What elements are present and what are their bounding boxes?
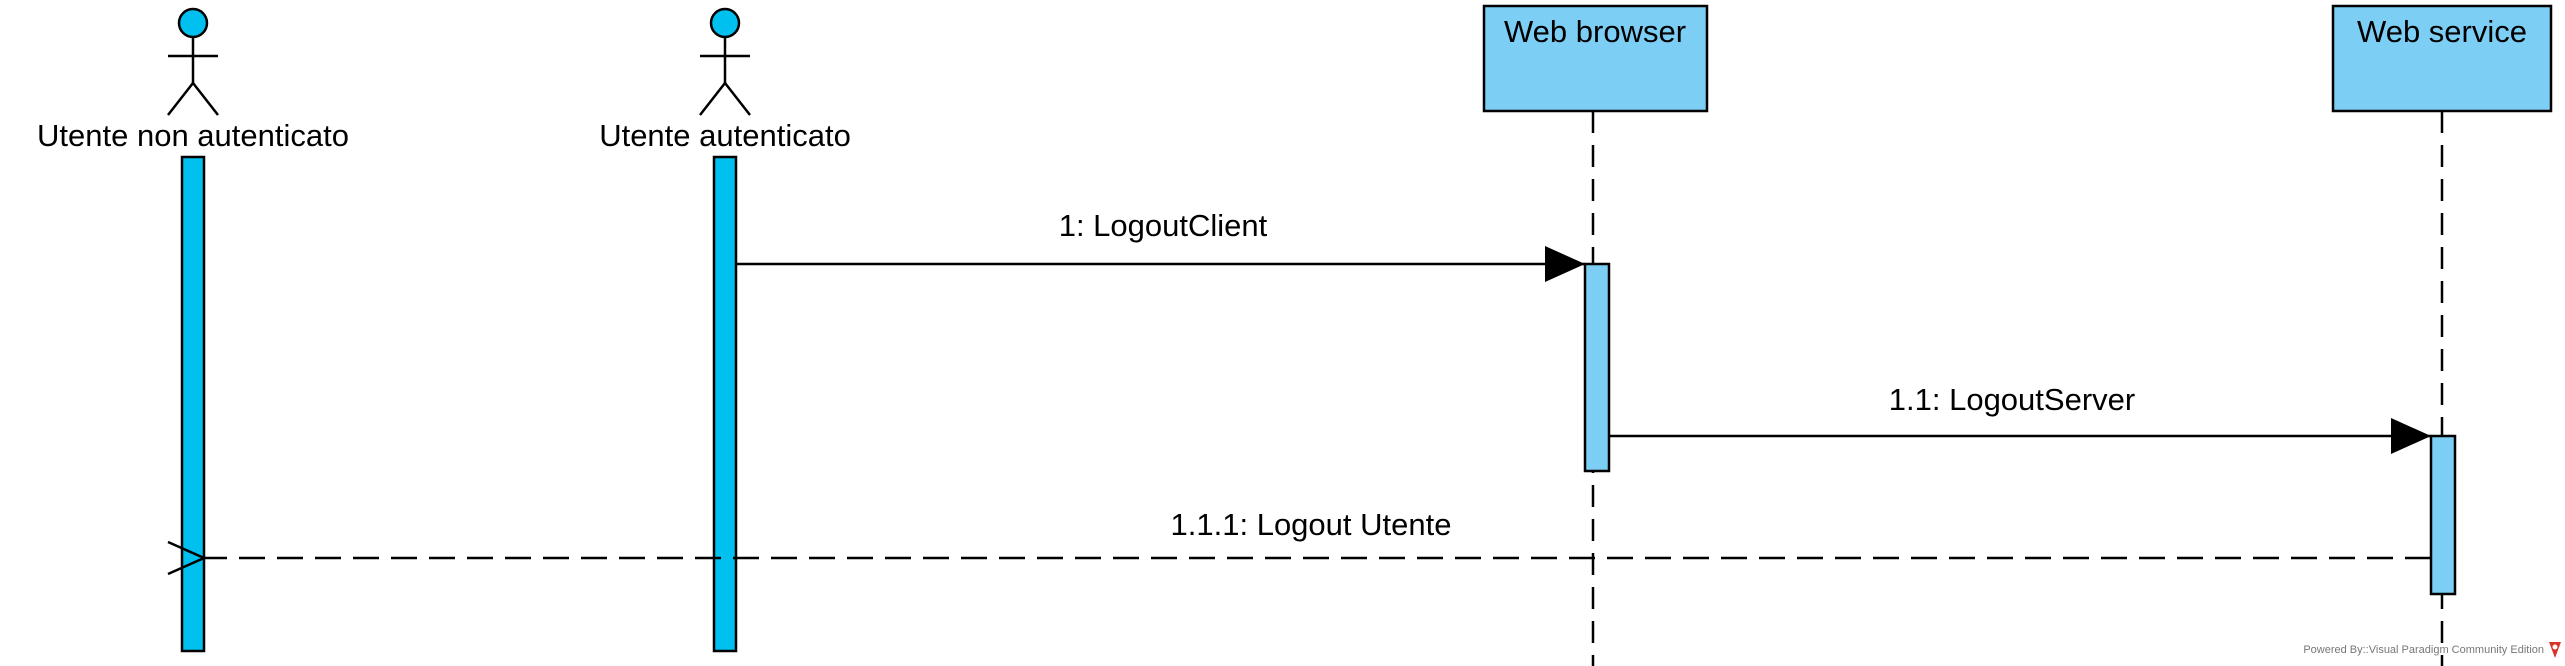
- message-logout-client[interactable]: 1: LogoutClient: [736, 208, 1585, 282]
- participant-label: Web browser: [1504, 14, 1686, 49]
- message-logout-server[interactable]: 1.1: LogoutServer: [1609, 382, 2431, 454]
- message-label: 1: LogoutClient: [1059, 208, 1268, 243]
- participant-label: Web service: [2357, 14, 2527, 49]
- actor-figure-icon: [167, 7, 219, 116]
- message-label: 1.1.1: Logout Utente: [1171, 507, 1452, 542]
- actor-figure-icon: [699, 7, 751, 116]
- message-label: 1.1: LogoutServer: [1889, 382, 2135, 417]
- activation-bar: [2429, 434, 2457, 596]
- participant-box: [1482, 4, 1709, 113]
- activation-bar: [180, 155, 206, 653]
- watermark-text: Powered By::Visual Paradigm Community Ed…: [2303, 644, 2544, 656]
- message-logout-utente[interactable]: 1.1.1: Logout Utente: [204, 507, 2431, 558]
- participant-web-service[interactable]: Web service: [2331, 4, 2553, 666]
- watermark: Powered By::Visual Paradigm Community Ed…: [2303, 642, 2561, 658]
- participant-label: Utente autenticato: [599, 118, 851, 153]
- participant-label: Utente non autenticato: [37, 118, 349, 153]
- participant-utente-non-autenticato[interactable]: Utente non autenticato: [37, 7, 349, 653]
- participant-web-browser[interactable]: Web browser: [1482, 4, 1709, 666]
- visual-paradigm-logo-icon: [2549, 642, 2561, 658]
- participant-utente-autenticato[interactable]: Utente autenticato: [599, 7, 851, 653]
- participant-box: [2331, 4, 2553, 113]
- activation-bar: [712, 155, 738, 653]
- activation-bar: [1583, 262, 1611, 473]
